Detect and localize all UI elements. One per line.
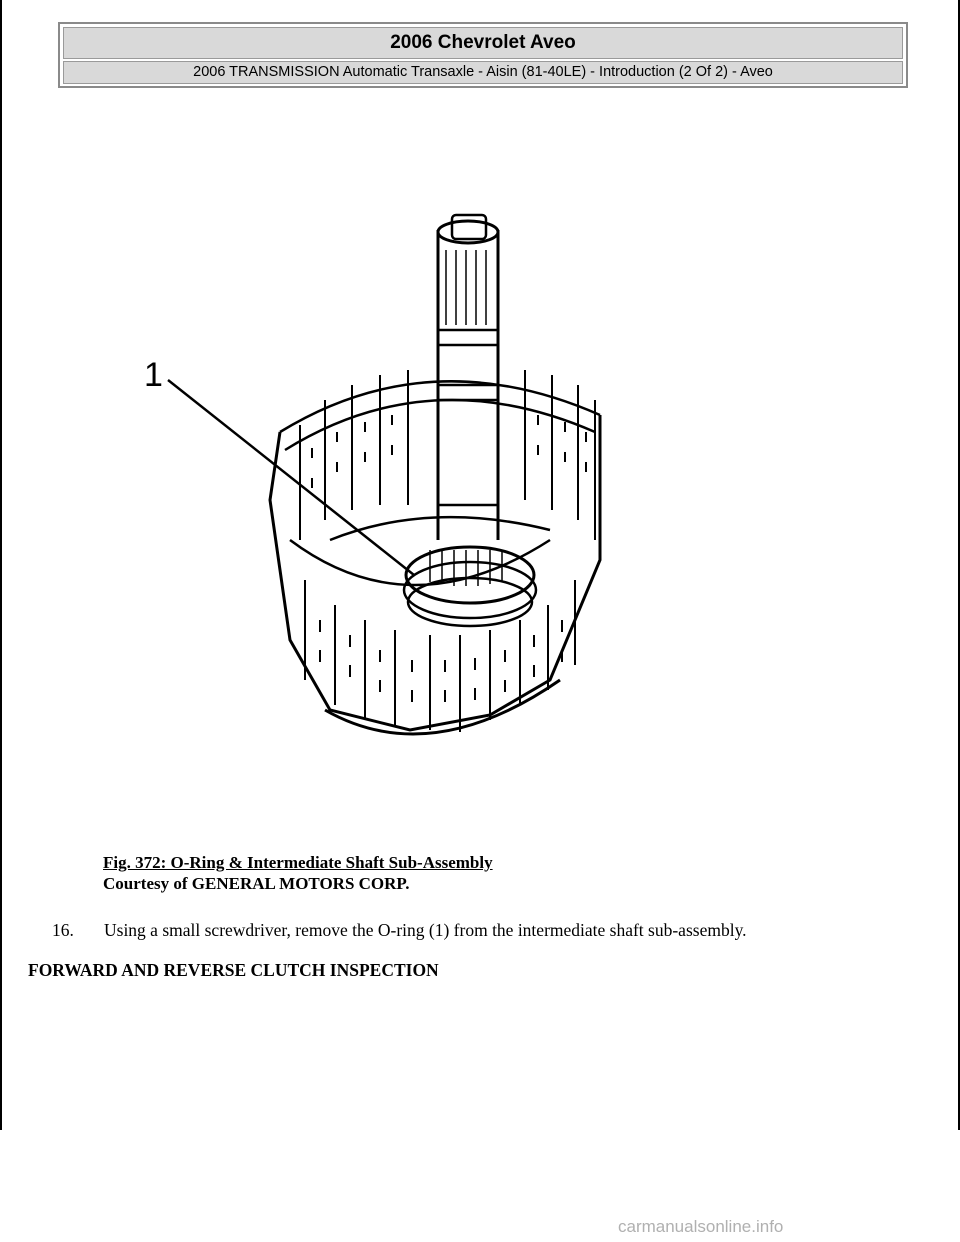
document-header: 2006 Chevrolet Aveo 2006 TRANSMISSION Au… <box>58 22 908 88</box>
right-page-border <box>958 0 960 1130</box>
figure-caption-title: Fig. 372: O-Ring & Intermediate Shaft Su… <box>103 853 493 872</box>
procedure-step: 16. Using a small screwdriver, remove the… <box>52 920 747 941</box>
clutch-drum-illustration: 1 <box>144 213 602 736</box>
figure-caption: Fig. 372: O-Ring & Intermediate Shaft Su… <box>103 852 493 894</box>
watermark-text: carmanualsonline.info <box>618 1217 784 1236</box>
step-text: Using a small screwdriver, remove the O-… <box>104 920 747 940</box>
figure-caption-credit: Courtesy of GENERAL MOTORS CORP. <box>103 874 410 893</box>
left-page-border <box>0 0 2 1130</box>
header-subtitle: 2006 TRANSMISSION Automatic Transaxle - … <box>63 61 903 84</box>
callout-label-1: 1 <box>144 356 163 394</box>
header-title: 2006 Chevrolet Aveo <box>63 27 903 59</box>
section-heading: FORWARD AND REVERSE CLUTCH INSPECTION <box>28 960 439 980</box>
callout-leader-line <box>167 379 415 576</box>
step-number: 16. <box>52 920 74 940</box>
